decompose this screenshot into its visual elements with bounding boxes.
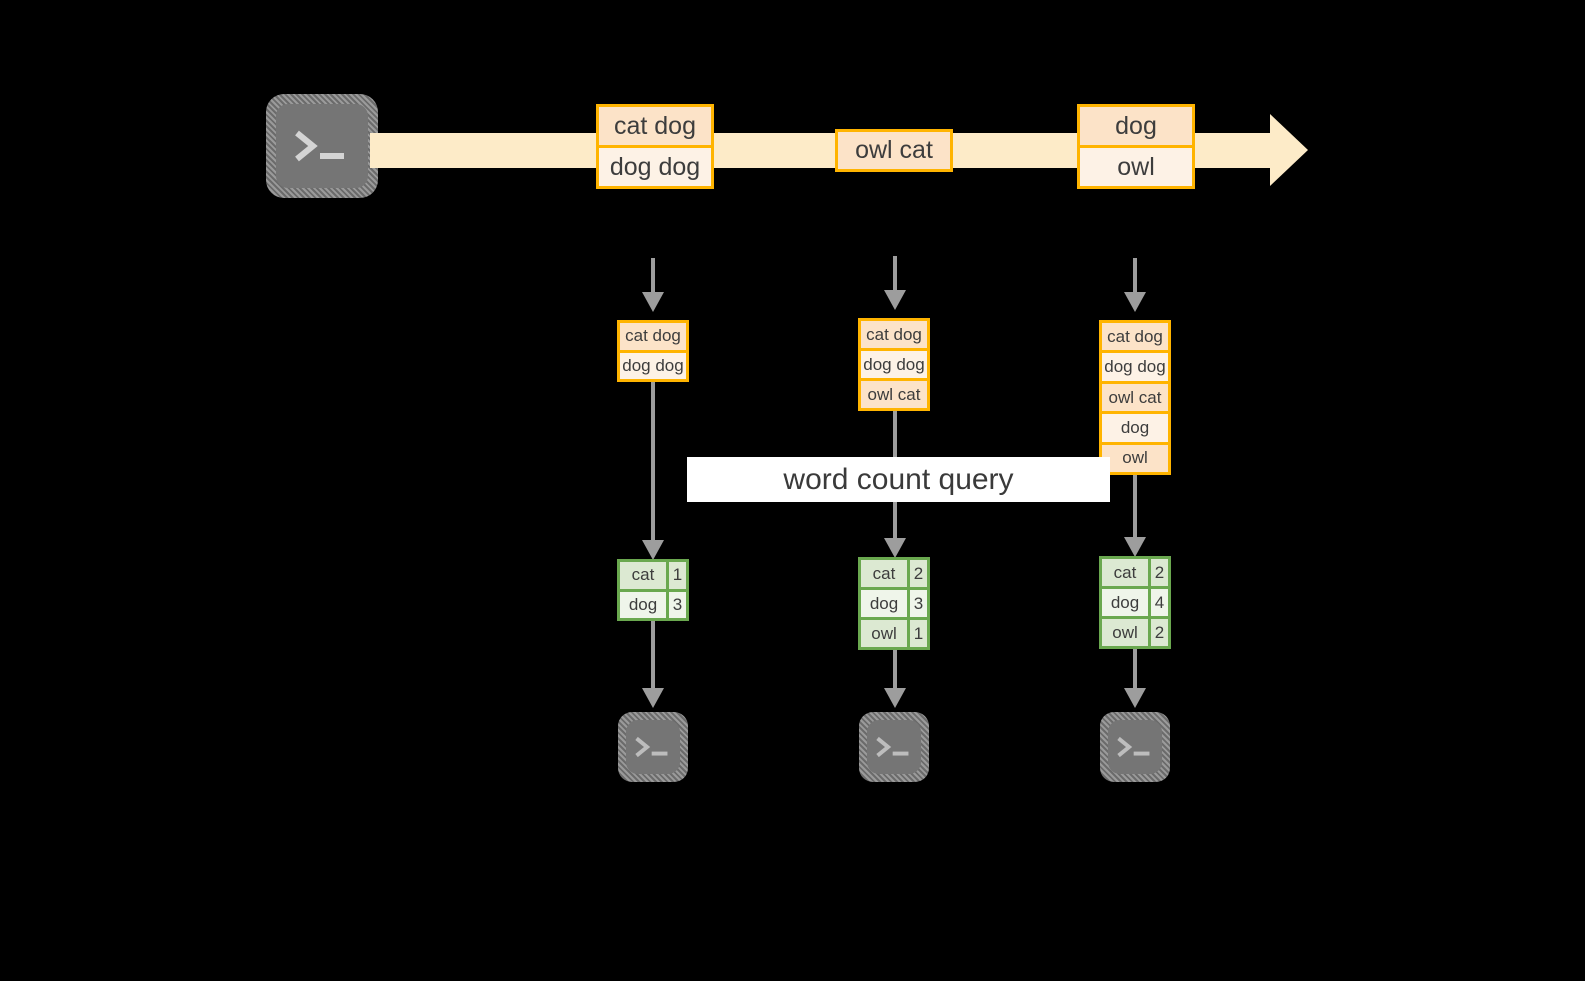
table-row: dog 3 [620, 588, 686, 618]
record-line: dog dog [599, 145, 711, 186]
result-count: 4 [1148, 589, 1168, 616]
snapshot-1-sink-arrowhead-icon [642, 688, 664, 708]
stream-record-batch-3: dog owl [1077, 104, 1195, 189]
accumulated-line: owl cat [861, 378, 927, 408]
result-count: 3 [666, 591, 686, 618]
snapshot-3-query-arrowhead-icon [1124, 537, 1146, 557]
result-count: 2 [1148, 559, 1168, 586]
snapshot-3-sink-terminal-icon [1100, 712, 1170, 782]
result-count: 1 [907, 620, 927, 647]
result-word: cat [620, 562, 666, 589]
accumulated-line: cat dog [620, 323, 686, 350]
result-word: owl [861, 620, 907, 647]
record-line: dog [1080, 107, 1192, 145]
snapshot-3-accumulated-records: cat dog dog dog owl cat dog owl [1099, 320, 1171, 475]
stream-arrow-head-icon [1270, 114, 1308, 186]
snapshot-3-query-line [1133, 475, 1137, 550]
query-banner-label: word count query [783, 462, 1014, 496]
result-word: dog [620, 591, 666, 618]
snapshot-3-sink-line [1133, 649, 1137, 688]
accumulated-line: owl cat [1102, 380, 1168, 412]
accumulated-line: dog dog [861, 348, 927, 378]
snapshot-1-ingest-line [651, 258, 655, 292]
snapshot-2-ingest-line [893, 256, 897, 290]
result-count: 1 [666, 562, 686, 589]
snapshot-1-ingest-arrowhead-icon [642, 292, 664, 312]
snapshot-3-sink-arrowhead-icon [1124, 688, 1146, 708]
snapshot-2-ingest-arrowhead-icon [884, 290, 906, 310]
snapshot-1-accumulated-records: cat dog dog dog [617, 320, 689, 382]
result-word: dog [861, 590, 907, 617]
result-word: owl [1102, 619, 1148, 646]
result-word: dog [1102, 589, 1148, 616]
accumulated-line: cat dog [1102, 323, 1168, 351]
snapshot-2-sink-arrowhead-icon [884, 688, 906, 708]
accumulated-line: owl [1102, 441, 1168, 473]
snapshot-2-result-table: cat 2 dog 3 owl 1 [858, 557, 930, 650]
table-row: owl 2 [1102, 616, 1168, 646]
record-line: owl cat [838, 132, 950, 169]
record-line: cat dog [599, 107, 711, 145]
snapshot-2-query-arrowhead-icon [884, 538, 906, 558]
result-count: 2 [1148, 619, 1168, 646]
snapshot-2-accumulated-records: cat dog dog dog owl cat [858, 318, 930, 411]
result-word: cat [1102, 559, 1148, 586]
table-row: dog 3 [861, 587, 927, 617]
table-row: cat 1 [620, 562, 686, 589]
snapshot-1-sink-terminal-icon [618, 712, 688, 782]
accumulated-line: cat dog [861, 321, 927, 348]
snapshot-1-sink-line [651, 621, 655, 688]
prompt-glyph-icon [1117, 736, 1150, 758]
accumulated-line: dog dog [620, 349, 686, 379]
result-count: 3 [907, 590, 927, 617]
source-terminal-icon [266, 94, 378, 198]
result-word: cat [861, 560, 907, 587]
table-row: dog 4 [1102, 586, 1168, 616]
snapshot-2-sink-terminal-icon [859, 712, 929, 782]
accumulated-line: dog dog [1102, 350, 1168, 381]
snapshot-3-ingest-arrowhead-icon [1124, 292, 1146, 312]
prompt-glyph-icon [876, 736, 909, 758]
stream-record-batch-2: owl cat [835, 129, 953, 172]
snapshot-1-query-line [651, 382, 655, 554]
snapshot-1-query-arrowhead-icon [642, 540, 664, 560]
table-row: cat 2 [861, 560, 927, 587]
table-row: cat 2 [1102, 559, 1168, 586]
table-row: owl 1 [861, 617, 927, 647]
result-count: 2 [907, 560, 927, 587]
snapshot-3-ingest-line [1133, 258, 1137, 292]
accumulated-line: dog [1102, 411, 1168, 442]
record-line: owl [1080, 145, 1192, 186]
query-banner: word count query [687, 457, 1110, 502]
stream-record-batch-1: cat dog dog dog [596, 104, 714, 189]
snapshot-2-sink-line [893, 650, 897, 688]
snapshot-1-result-table: cat 1 dog 3 [617, 559, 689, 621]
snapshot-3-result-table: cat 2 dog 4 owl 2 [1099, 556, 1171, 649]
prompt-glyph-icon [295, 130, 344, 162]
prompt-glyph-icon [635, 736, 668, 758]
